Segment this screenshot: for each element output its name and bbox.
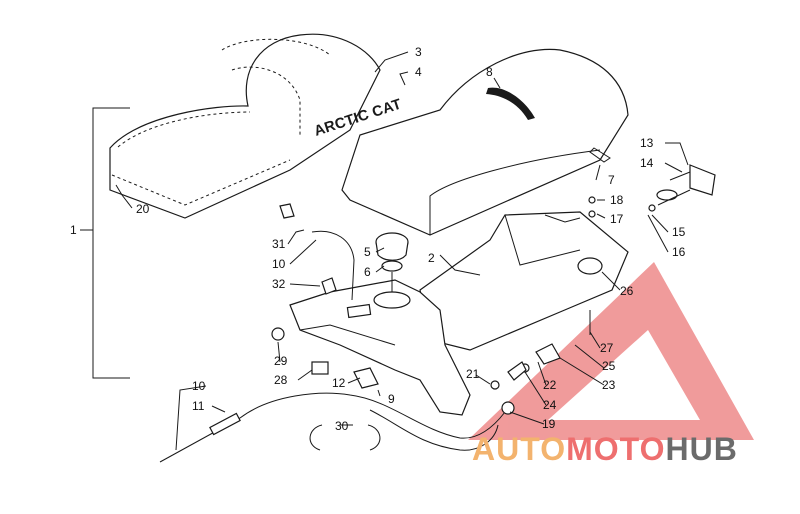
watermark-text-moto: MOTO <box>566 431 665 467</box>
callout-15: 15 <box>672 225 686 239</box>
callout-31: 31 <box>272 237 286 251</box>
seat-base <box>419 211 629 351</box>
callout-30: 30 <box>335 419 349 433</box>
watermark-text-hub: HUB <box>665 431 737 467</box>
callout-17: 17 <box>610 212 624 226</box>
callout-26: 26 <box>620 284 634 298</box>
callout-21: 21 <box>466 367 480 381</box>
part-29 <box>271 327 285 341</box>
callout-7: 7 <box>608 173 615 187</box>
callout-22: 22 <box>543 378 557 392</box>
callout-20: 20 <box>136 202 150 216</box>
callout-23: 23 <box>602 378 616 392</box>
svg-text:AUTOMOTOHUB: AUTOMOTOHUB <box>472 431 738 467</box>
leader-lines <box>115 51 689 451</box>
pump-parts <box>507 343 561 381</box>
callout-11: 11 <box>192 399 205 413</box>
seat-foam <box>341 48 629 236</box>
clamps-30 <box>309 424 381 451</box>
callout-19: 19 <box>542 417 556 431</box>
callout-10-upper: 10 <box>272 257 286 271</box>
callout-13: 13 <box>640 136 654 150</box>
callout-10-lower: 10 <box>192 379 206 393</box>
callout-27: 27 <box>600 341 614 355</box>
callout-3: 3 <box>415 45 422 59</box>
fitting-32 <box>321 277 337 295</box>
callout-2: 2 <box>428 251 435 265</box>
callout-16: 16 <box>672 245 686 259</box>
vent-hose <box>279 203 355 301</box>
callout-6: 6 <box>364 265 371 279</box>
callout-14: 14 <box>640 156 654 170</box>
callout-5: 5 <box>364 245 371 259</box>
fuel-cap <box>375 232 409 292</box>
screws-17-18 <box>588 196 596 218</box>
watermark-text-auto: AUTO <box>472 431 566 467</box>
cable-assembly <box>159 380 515 463</box>
callout-29: 29 <box>274 354 288 368</box>
callout-25: 25 <box>602 359 616 373</box>
callout-28: 28 <box>274 373 288 387</box>
callout-9: 9 <box>388 392 395 406</box>
callout-8: 8 <box>486 65 493 79</box>
callout-12: 12 <box>332 376 346 390</box>
callout-24: 24 <box>543 398 557 412</box>
assembly-bracket <box>80 107 130 379</box>
fuel-gauge-sender <box>648 164 716 212</box>
part-12 <box>353 367 379 389</box>
part-28 <box>311 361 329 375</box>
callout-18: 18 <box>610 193 624 207</box>
watermark-logo: AUTOMOTOHUB <box>472 431 738 467</box>
callout-32: 32 <box>272 277 286 291</box>
callout-labels: 1 2 3 4 5 6 7 8 9 10 10 11 12 13 14 15 1… <box>70 45 686 433</box>
callout-4: 4 <box>415 65 422 79</box>
callout-1: 1 <box>70 223 77 237</box>
